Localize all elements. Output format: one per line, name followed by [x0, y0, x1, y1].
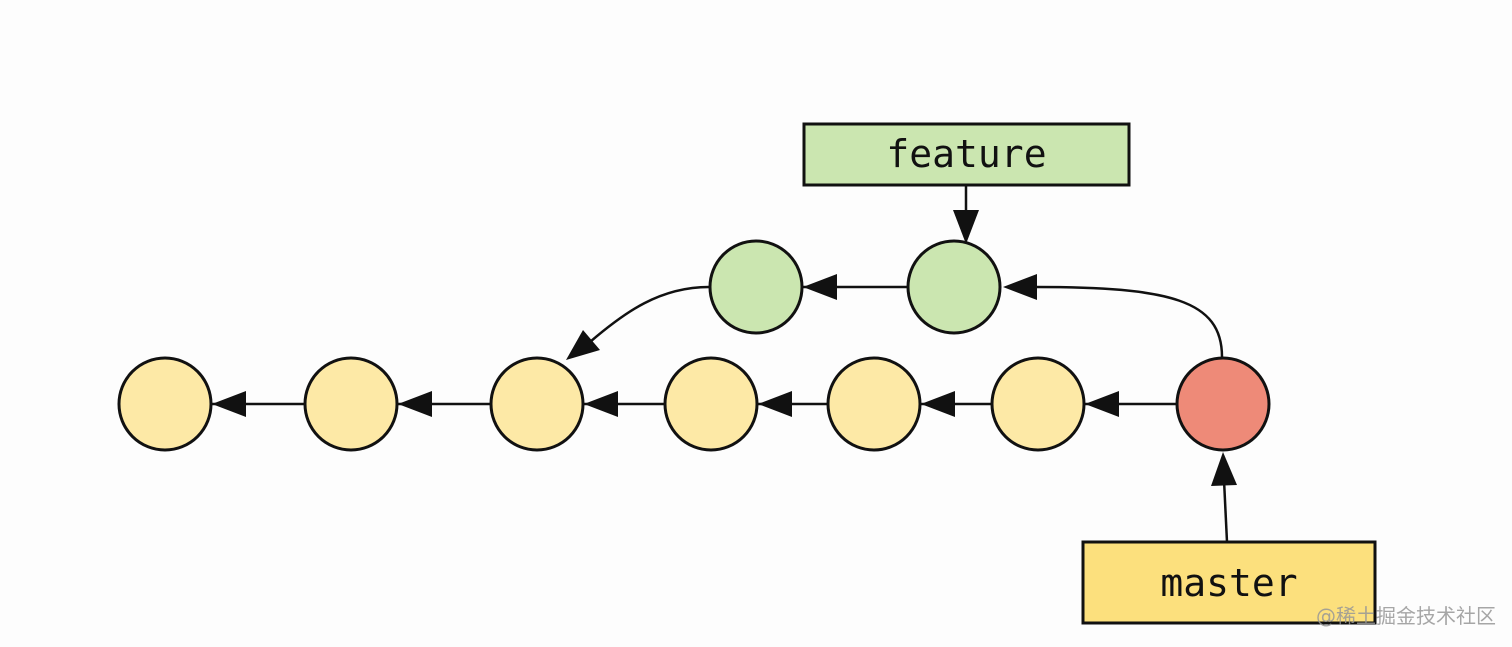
feature-label-box: [802, 122, 1131, 187]
arrowhead-f1: [803, 274, 837, 300]
arrowhead-c3: [584, 391, 618, 417]
commit-main-2: [303, 356, 399, 452]
commit-main-3: [489, 356, 585, 452]
arrowhead-c4: [758, 391, 792, 417]
watermark-text: @稀土掘金技术社区: [1316, 604, 1496, 628]
commit-main-6: [990, 356, 1086, 452]
arrowhead-c6: [1085, 391, 1119, 417]
master-label-text: master: [1160, 561, 1297, 605]
commit-main-1: [117, 356, 213, 452]
arrowhead-feature-pointer: [953, 210, 979, 244]
commit-feature-2: [906, 239, 1002, 335]
commit-main-5: [826, 356, 922, 452]
feature-branch-label: feature: [802, 122, 1131, 187]
commit-head: [1175, 356, 1271, 452]
arrowhead-c5: [921, 391, 955, 417]
edge-head-f2: [1034, 285, 1224, 358]
commit-feature-1: [708, 239, 804, 335]
master-label-box: [1081, 540, 1377, 625]
arrowhead-c3-from-feature: [566, 330, 600, 360]
edge-master-label-head: [1222, 479, 1229, 543]
commits: [117, 239, 1271, 452]
arrowhead-c1: [212, 391, 246, 417]
arrowhead-master-pointer: [1211, 452, 1237, 486]
commit-main-4: [663, 356, 759, 452]
arrowhead-f2: [1003, 274, 1037, 300]
feature-label-text: feature: [886, 132, 1046, 176]
master-branch-label: master: [1081, 540, 1377, 625]
edges: [212, 185, 1237, 543]
edge-f1-c3: [589, 285, 710, 343]
arrowhead-c2: [398, 391, 432, 417]
